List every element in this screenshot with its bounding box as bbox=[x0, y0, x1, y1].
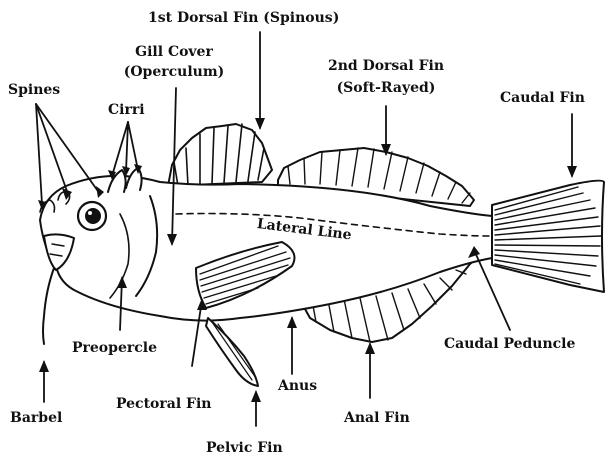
label-anus: Anus bbox=[278, 378, 317, 394]
label-pectoral-fin: Pectoral Fin bbox=[116, 396, 211, 412]
label-preopercle: Preopercle bbox=[72, 340, 157, 356]
label-gill-cover: Gill Cover bbox=[118, 44, 230, 60]
first-dorsal-fin bbox=[168, 124, 272, 186]
barbel bbox=[43, 268, 54, 344]
label-caudal-peduncle: Caudal Peduncle bbox=[444, 336, 575, 352]
label-cirri: Cirri bbox=[108, 102, 145, 118]
label-barbel: Barbel bbox=[10, 410, 62, 426]
label-soft-rayed: (Soft-Rayed) bbox=[322, 80, 450, 96]
label-caudal-fin: Caudal Fin bbox=[500, 90, 585, 106]
label-anal-fin: Anal Fin bbox=[344, 410, 410, 426]
label-spines: Spines bbox=[8, 82, 60, 98]
label-first-dorsal-fin: 1st Dorsal Fin (Spinous) bbox=[148, 10, 339, 26]
label-operculum: (Operculum) bbox=[112, 64, 236, 80]
label-second-dorsal-fin: 2nd Dorsal Fin bbox=[318, 58, 454, 74]
label-pelvic-fin: Pelvic Fin bbox=[206, 440, 283, 456]
